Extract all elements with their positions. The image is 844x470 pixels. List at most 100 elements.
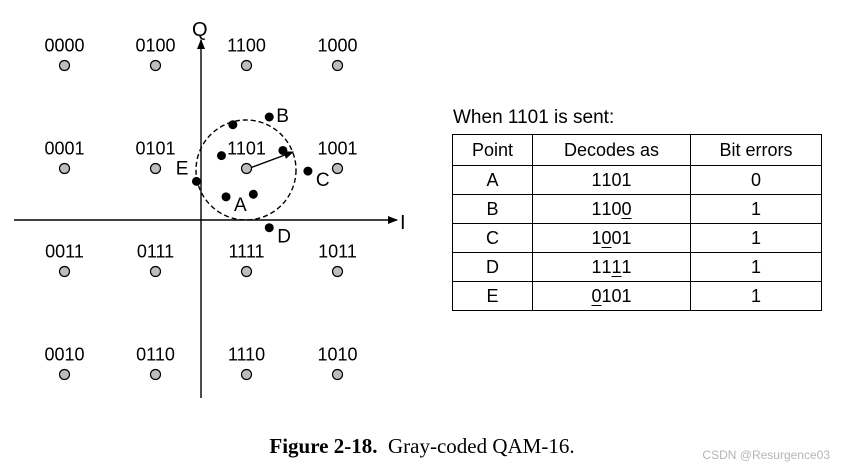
- received-point-d: [264, 223, 274, 233]
- constellation-point: [240, 265, 253, 278]
- figure-title: Gray-coded QAM-16.: [387, 434, 575, 458]
- bit: 1: [601, 285, 612, 306]
- received-point-label: B: [276, 106, 289, 127]
- cell-decodes-as: 1001: [532, 223, 691, 253]
- header-point: Point: [452, 134, 533, 166]
- bit: 1: [621, 227, 632, 248]
- constellation-point: [149, 59, 162, 72]
- cell-decodes-as: 0101: [532, 281, 691, 311]
- constellation-label: 1000: [317, 36, 357, 56]
- constellation-label: 1001: [317, 139, 357, 159]
- constellation-point: [149, 162, 162, 175]
- constellation-label: 1011: [318, 242, 357, 262]
- constellation-label: 1101: [227, 139, 266, 159]
- cell-decodes-as: 1100: [532, 194, 691, 224]
- noise-point: [248, 189, 258, 199]
- cell-decodes-as: 1111: [532, 252, 691, 282]
- constellation-point: [331, 59, 344, 72]
- received-point-label: C: [316, 170, 330, 191]
- error-bit: 0: [601, 227, 612, 248]
- cell-bit-errors: 1: [690, 281, 822, 311]
- cell-point: D: [452, 252, 533, 282]
- error-bit: 0: [621, 198, 632, 219]
- header-decodes-as: Decodes as: [532, 134, 691, 166]
- constellation-label: 1111: [228, 242, 264, 262]
- constellation-point: [331, 162, 344, 175]
- bit: 1: [591, 256, 602, 277]
- noise-point: [278, 145, 288, 155]
- bit: 1: [591, 169, 602, 190]
- constellation-label: 0111: [137, 242, 174, 262]
- noise-point: [228, 120, 238, 130]
- bit: 1: [621, 285, 632, 306]
- received-point-c: [303, 166, 313, 176]
- noise-point: [216, 151, 226, 161]
- cell-decodes-as: 1101: [532, 165, 691, 195]
- q-axis-label: Q: [192, 19, 208, 41]
- cell-bit-errors: 0: [690, 165, 822, 195]
- bit: 1: [601, 169, 612, 190]
- constellation-point: [240, 59, 253, 72]
- received-point-e: [191, 176, 201, 186]
- constellation-label: 0011: [45, 242, 84, 262]
- received-point-label: A: [234, 195, 247, 216]
- error-vector-arrow: [249, 151, 294, 169]
- constellation-label: 1110: [228, 345, 265, 365]
- error-bit: 0: [591, 285, 602, 306]
- constellation-label: 0001: [44, 139, 84, 159]
- constellation-point: [58, 162, 71, 175]
- header-bit-errors: Bit errors: [690, 134, 822, 166]
- constellation-point: [240, 368, 253, 381]
- received-point-label: D: [277, 227, 291, 248]
- constellation-label: 0101: [135, 139, 175, 159]
- figure-caption: Figure 2-18. Gray-coded QAM-16.: [0, 434, 844, 459]
- received-point-b: [264, 112, 274, 122]
- constellation-label: 0100: [135, 36, 175, 56]
- cell-bit-errors: 1: [690, 194, 822, 224]
- received-points: A B C D E: [176, 106, 330, 248]
- cell-bit-errors: 1: [690, 223, 822, 253]
- watermark: CSDN @Resurgence03: [702, 448, 830, 462]
- cell-point: B: [452, 194, 533, 224]
- bit: 1: [621, 169, 632, 190]
- constellation-label: 0000: [44, 36, 84, 56]
- bit: 1: [601, 198, 612, 219]
- cell-point: E: [452, 281, 533, 311]
- bit: 1: [601, 256, 612, 277]
- bit: 1: [621, 256, 632, 277]
- i-axis-label: I: [400, 212, 406, 234]
- bit: 0: [611, 169, 622, 190]
- table-caption: When 1101 is sent:: [453, 107, 615, 128]
- constellation-label: 0010: [44, 345, 84, 365]
- decision-region-circle: [195, 119, 297, 221]
- constellation-label: 1100: [227, 36, 266, 56]
- constellation-point: [149, 265, 162, 278]
- error-bit: 1: [611, 256, 622, 277]
- constellation-point: [58, 59, 71, 72]
- cell-point: C: [452, 223, 533, 253]
- received-point-label: E: [176, 158, 189, 179]
- constellation-point: [240, 162, 253, 175]
- constellation-label: 1010: [317, 345, 357, 365]
- cell-point: A: [452, 165, 533, 195]
- constellation-point: [149, 368, 162, 381]
- constellation-points: 0000 0100 1100 1000 0001 0101 1101 1001 0011 0111…: [44, 36, 358, 381]
- qam16-constellation-diagram: Q I 0000 0100 1100 1000 0001 0101 1101 1001 0011…: [14, 19, 406, 398]
- bit: 0: [611, 198, 622, 219]
- bit: 0: [611, 285, 622, 306]
- bit: 1: [591, 198, 602, 219]
- figure-number: Figure 2-18.: [269, 434, 378, 458]
- received-point-a: [221, 192, 231, 202]
- constellation-point: [58, 265, 71, 278]
- bit: 1: [591, 227, 602, 248]
- constellation-point: [58, 368, 71, 381]
- table-header-row: Point Decodes as Bit errors: [452, 134, 822, 166]
- cell-bit-errors: 1: [690, 252, 822, 282]
- constellation-point: [331, 265, 344, 278]
